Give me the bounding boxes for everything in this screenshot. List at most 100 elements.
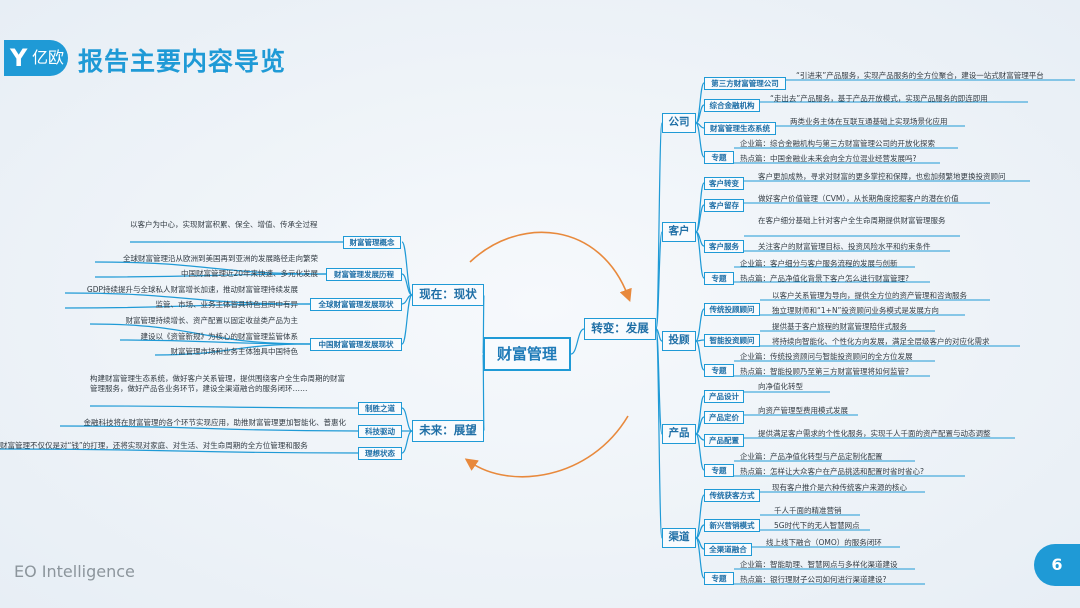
link-section-3 bbox=[655, 328, 663, 435]
link-s2-g2 bbox=[695, 340, 705, 371]
flow-arc-bottom bbox=[464, 415, 629, 478]
leaf-client-enterprise: 企业篇：客户细分与客户服务流程的发展与创新 bbox=[740, 259, 898, 268]
leaf-omnichannel: 线上线下融合（OMO）的服务闭环 bbox=[766, 538, 882, 547]
group-client-service: 客户服务 bbox=[704, 240, 744, 253]
leaf-product-pricing: 向资产管理型费用模式发展 bbox=[758, 406, 848, 415]
link-present-group-1 bbox=[401, 273, 413, 296]
group-wealth-concept: 财富管理概念 bbox=[343, 236, 401, 249]
group-client-retention: 客户留存 bbox=[704, 199, 744, 212]
leaf-traditional-1n: 独立理财师和“1+N”投资顾问业务模式是发展方向 bbox=[772, 306, 939, 315]
link-history-0 bbox=[94, 261, 327, 275]
leaf-tech-driven: 金融科技将在财富管理的各个环节实现应用，助推财富管理更加智能化、普惠化 bbox=[83, 418, 347, 427]
leaf-china-market: 财富管理市场和业务主体独具中国特色 bbox=[170, 347, 299, 356]
link-s4-g0 bbox=[695, 494, 705, 539]
leaf-product-allocation: 提供满足客户需求的个性化服务，实现千人千面的资产配置与动态调整 bbox=[758, 429, 991, 438]
leaf-client-hotspot: 热点篇：产品净值化背景下客户怎么进行财富管理? bbox=[740, 274, 909, 283]
leaf-company-enterprise: 企业篇：综合金融机构与第三方财富管理公司的开放化探索 bbox=[740, 139, 935, 148]
section-client: 客户 bbox=[662, 222, 696, 242]
leaf-history-global: 全球财富管理沿从欧洲到美国再到亚洲的发展路径走向繁荣 bbox=[123, 254, 318, 263]
link-tech-leaf bbox=[59, 425, 359, 432]
center-node: 财富管理 bbox=[483, 337, 571, 371]
link-ideal-leaf bbox=[0, 448, 359, 454]
branch-transformation: 转变：发展 bbox=[584, 318, 656, 340]
logo-mark: Y bbox=[10, 44, 28, 72]
leaf-ecosystem: 两类业务主体在互联互通基础上实现场景化应用 bbox=[790, 117, 948, 126]
link-china-1 bbox=[119, 339, 311, 345]
group-china-status: 中国财富管理发展现状 bbox=[310, 338, 402, 351]
group-client-topic: 专题 bbox=[704, 272, 734, 285]
leaf-china-growth: 财富管理持续增长、资产配置以固定收益类产品为主 bbox=[125, 316, 299, 325]
leaf-company-hotspot: 热点篇：中国金融业未来会向全方位混业经营发展吗? bbox=[740, 154, 917, 163]
leaf-client-change: 客户更加成熟，寻求对财富的更多掌控和保障，也愈加频繁地更换投资顾问 bbox=[758, 172, 1006, 181]
link-s3-g1 bbox=[695, 416, 705, 435]
group-product-design: 产品设计 bbox=[704, 390, 744, 403]
link-history-1 bbox=[94, 273, 327, 278]
page-number: 6 bbox=[1034, 544, 1080, 586]
leaf-china-regulation: 建设以《资管新规》为核心的财富管理监管体系 bbox=[140, 332, 299, 341]
group-robo-advisor: 智能投资顾问 bbox=[704, 334, 760, 347]
group-winning-way: 制胜之道 bbox=[358, 402, 402, 415]
group-ecosystem: 财富管理生态系统 bbox=[704, 122, 776, 135]
leaf-global-gdp: GDP持续提升与全球私人财富增长加速，推动财富管理持续发展 bbox=[86, 285, 298, 294]
link-future-group-0 bbox=[401, 407, 413, 432]
link-global-1 bbox=[64, 303, 311, 309]
leaf-advisor-hotspot: 热点篇：智能投顾乃至第三方财富管理将如何监管? bbox=[740, 367, 909, 376]
group-omnichannel: 全渠道融合 bbox=[704, 543, 752, 556]
leaf-robo-journey: 提供基于客户旅程的财富管理陪伴式服务 bbox=[772, 322, 907, 331]
section-advisor: 投顾 bbox=[662, 331, 696, 351]
leaf-client-service-lifecycle: 在客户细分基础上针对客户全生命周期提供财富管理服务 bbox=[758, 216, 946, 225]
link-s0-g1 bbox=[695, 104, 705, 124]
group-global-status: 全球财富管理发展现状 bbox=[310, 298, 402, 311]
leaf-ideal-state: 财富管理不仅仅是对“钱”的打理，还将实现对家庭、对生活、对生命周期的全方位管理和… bbox=[0, 441, 308, 450]
link-s1-g1 bbox=[695, 204, 705, 233]
leaf-integrated-fi: “走出去”产品服务，基于产品开放模式，实现产品服务的即连即用 bbox=[770, 94, 988, 103]
leaf-product-enterprise: 企业篇：产品净值化转型与产品定制化配置 bbox=[740, 452, 883, 461]
section-company: 公司 bbox=[662, 113, 696, 133]
leaf-traditional-crm: 以客户关系管理为导向，提供全方位的资产管理和咨询服务 bbox=[772, 291, 967, 300]
group-traditional-advisor: 传统投顾顾问 bbox=[704, 303, 760, 316]
group-company-topic: 专题 bbox=[704, 151, 734, 164]
section-product: 产品 bbox=[662, 424, 696, 444]
eo-logo: Y 亿欧 bbox=[4, 40, 68, 76]
leaf-advisor-enterprise: 企业篇：传统投资顾问与智能投资顾问的全方位发展 bbox=[740, 352, 913, 361]
group-product-pricing: 产品定价 bbox=[704, 411, 744, 424]
group-product-topic: 专题 bbox=[704, 464, 734, 477]
link-s0-g0 bbox=[695, 82, 705, 124]
group-client-change: 客户转变 bbox=[704, 177, 744, 190]
link-present-group-3 bbox=[401, 294, 413, 345]
logo-text: 亿欧 bbox=[32, 48, 65, 67]
leaf-channel-enterprise: 企业篇：智能助理、智慧网点与多样化渠道建设 bbox=[740, 560, 898, 569]
leaf-concept: 以客户为中心，实现财富积累、保全、增值、传承全过程 bbox=[130, 220, 318, 229]
leaf-robo-direction: 将持续向智能化、个性化方向发展，满足全层级客户的对应化需求 bbox=[772, 337, 990, 346]
link-future-group-2 bbox=[401, 430, 413, 454]
leaf-precision-marketing: 千人千面的精准营销 bbox=[774, 506, 842, 515]
footer-brand: EO Intelligence bbox=[14, 562, 135, 581]
leaf-5g-branch: 5G时代下的无人智慧网点 bbox=[774, 521, 860, 530]
flow-arc-top bbox=[469, 231, 632, 302]
link-s2-g0 bbox=[695, 308, 705, 342]
link-section-1 bbox=[655, 231, 663, 330]
group-tech-driven: 科技驱动 bbox=[358, 425, 402, 438]
link-section-2 bbox=[655, 328, 663, 342]
page-title: 报告主要内容导览 bbox=[78, 47, 287, 76]
link-global-0 bbox=[64, 292, 311, 305]
group-advisor-topic: 专题 bbox=[704, 364, 734, 377]
branch-future: 未来：展望 bbox=[412, 420, 484, 442]
link-s3-g3 bbox=[695, 433, 705, 471]
leaf-history-china: 中国财富管理近20年来快速、多元化发展 bbox=[180, 269, 318, 278]
link-s3-g0 bbox=[695, 395, 705, 435]
branch-present: 现在：现状 bbox=[412, 284, 484, 306]
leaf-product-hotspot: 热点篇：怎样让大众客户在产品挑选和配置时省时省心? bbox=[740, 467, 924, 476]
leaf-product-design: 向净值化转型 bbox=[758, 382, 803, 391]
leaf-global-regulation: 监管、市场、业务主体皆具特色且同中有异 bbox=[155, 300, 299, 309]
leaf-third-party: “引进来”产品服务，实现产品服务的全方位聚合，建设一站式财富管理平台 bbox=[796, 71, 1044, 80]
group-development-history: 财富管理发展历程 bbox=[326, 268, 402, 281]
link-winning-leaf bbox=[89, 405, 359, 409]
link-center-transformation bbox=[570, 328, 585, 355]
link-s4-g3 bbox=[695, 537, 705, 579]
link-s0-g3 bbox=[695, 122, 705, 158]
leaf-winning-way: 构建财富管理生态系统，做好客户关系管理，提供围绕客户全生命周期的财富管理服务，做… bbox=[90, 374, 345, 393]
leaf-client-service-goals: 关注客户的财富管理目标、投资风险水平和约束条件 bbox=[758, 242, 931, 251]
link-section-4 bbox=[655, 328, 663, 539]
